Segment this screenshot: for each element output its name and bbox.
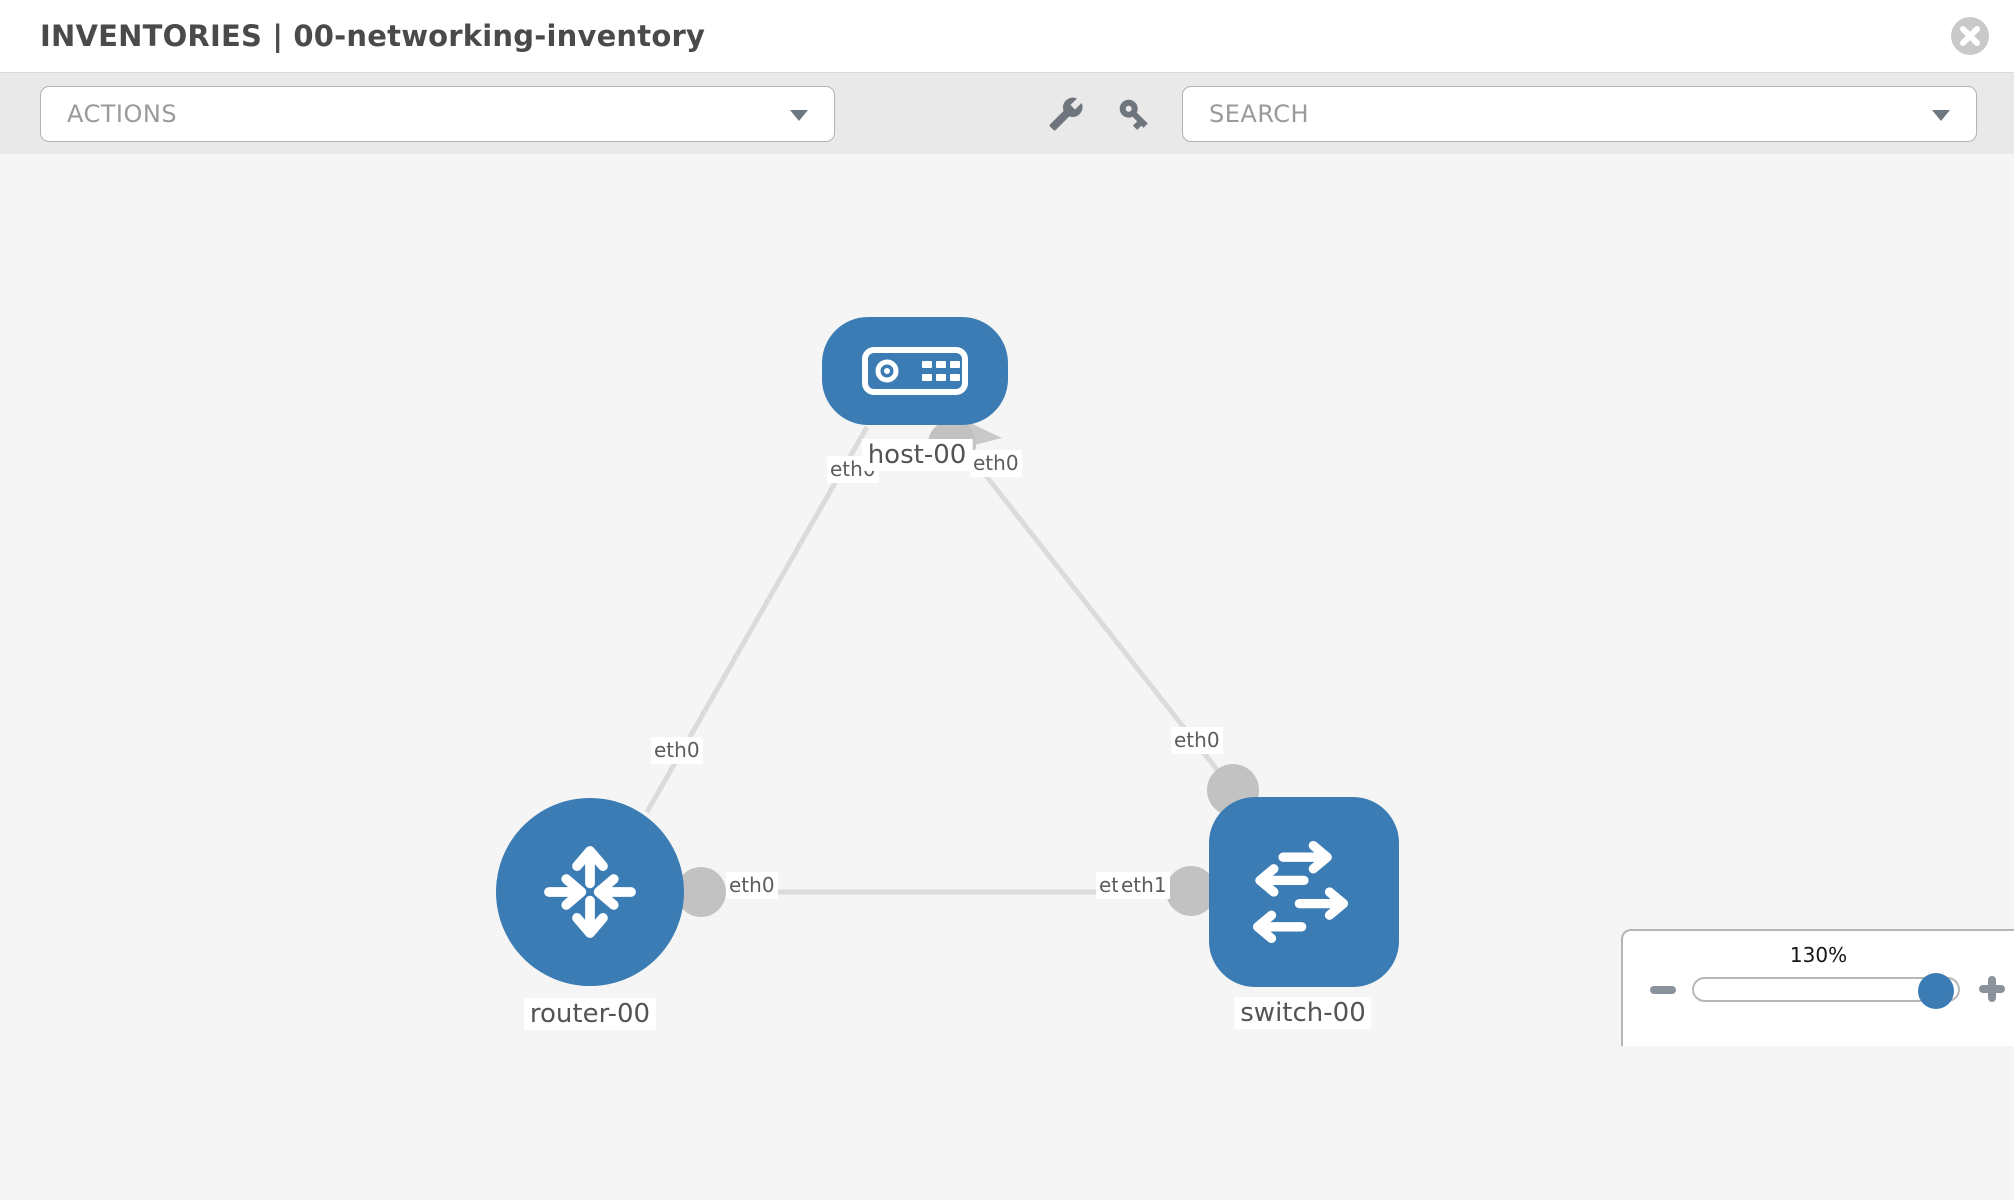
node-label-router: router-00: [523, 998, 657, 1030]
key-icon: [1119, 99, 1148, 130]
node-host-00[interactable]: [822, 317, 1008, 425]
actions-dropdown-label: ACTIONS: [67, 100, 178, 128]
router-icon: [544, 846, 636, 938]
host-device-icon: [862, 347, 968, 395]
node-label-switch: switch-00: [1234, 997, 1372, 1029]
interface-label: eth0: [726, 872, 778, 899]
header-bar: INVENTORIES | 00-networking-inventory: [0, 0, 2014, 73]
close-icon: [1951, 17, 1989, 55]
node-router-00[interactable]: [496, 798, 684, 986]
interface-label: eth0: [1171, 727, 1223, 754]
search-dropdown[interactable]: SEARCH: [1182, 86, 1977, 142]
zoom-out-button minus-icon[interactable]: [1650, 986, 1676, 994]
zoom-slider[interactable]: [1692, 973, 1960, 1009]
toolbar: ACTIONS SEARCH: [0, 73, 2014, 155]
port-switch-left[interactable]: [1166, 866, 1216, 916]
zoom-in-button plus-icon[interactable]: [1979, 976, 2005, 1002]
zoom-percent-label: 130%: [1789, 943, 1848, 967]
node-label-host: host-00: [861, 439, 973, 471]
interface-label: eth0: [651, 737, 703, 764]
chevron-down-icon: [790, 110, 808, 121]
wrench-icon: [1049, 97, 1083, 131]
close-button[interactable]: [1950, 16, 1990, 56]
interface-label: eth0: [970, 450, 1022, 477]
port-router-right[interactable]: [676, 867, 726, 917]
node-switch-00[interactable]: [1209, 797, 1399, 987]
actions-dropdown[interactable]: ACTIONS: [40, 86, 835, 142]
configure-button[interactable]: [1048, 96, 1084, 132]
interface-label: eth1: [1118, 872, 1170, 899]
credentials-button[interactable]: [1116, 96, 1152, 132]
search-placeholder: SEARCH: [1209, 100, 1310, 128]
zoom-widget: 130%: [1621, 929, 2014, 1046]
switch-icon: [1252, 840, 1349, 944]
zoom-slider-knob[interactable]: [1918, 973, 1954, 1009]
chevron-down-icon: [1932, 110, 1950, 121]
page-title: INVENTORIES | 00-networking-inventory: [40, 19, 706, 53]
